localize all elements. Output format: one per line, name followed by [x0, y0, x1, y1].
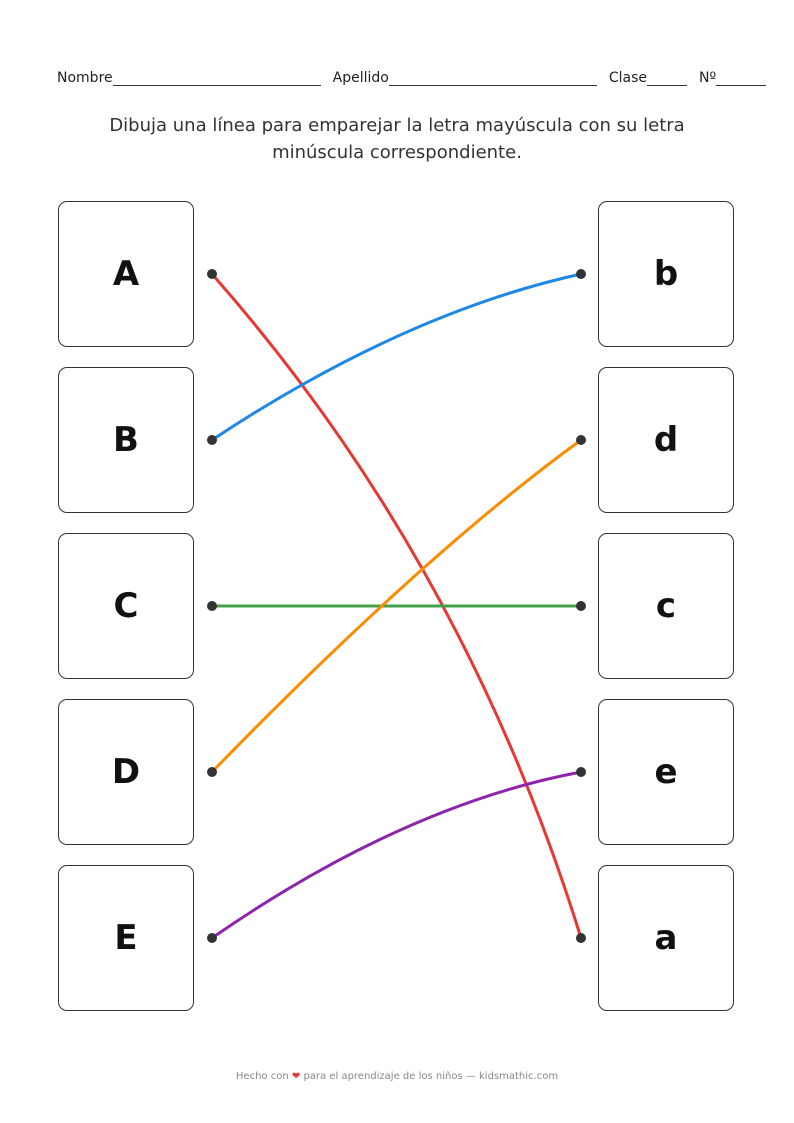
footer-suffix: para el aprendizaje de los niños — kidsm… [303, 1071, 559, 1082]
left-dot-d[interactable] [207, 767, 217, 777]
right-dot-c[interactable] [576, 601, 586, 611]
instruction-text: Dibuja una línea para emparejar la letra… [109, 115, 685, 163]
lowercase-box-c: c [598, 533, 734, 679]
line-e-to-e [211, 770, 582, 940]
class-label: Clase [608, 70, 647, 86]
right-dot-a[interactable] [576, 933, 586, 943]
uppercase-box-b: B [58, 367, 194, 513]
line-b-to-b [211, 272, 582, 442]
right-dot-d[interactable] [576, 435, 586, 445]
lowercase-box-b: b [598, 201, 734, 347]
uppercase-box-e: E [58, 865, 194, 1011]
number-label: Nº [698, 70, 717, 86]
right-dot-e[interactable] [576, 767, 586, 777]
lowercase-box-a: a [598, 865, 734, 1011]
name-field[interactable] [112, 71, 321, 86]
name-label: Nombre [57, 70, 113, 86]
footer: Hecho con ❤ para el aprendizaje de los n… [0, 1071, 794, 1082]
heart-icon: ❤ [291, 1071, 301, 1082]
uppercase-box-d: D [58, 699, 194, 845]
left-dot-e[interactable] [207, 933, 217, 943]
number-field[interactable] [716, 71, 767, 86]
class-field[interactable] [646, 71, 687, 86]
left-dot-c[interactable] [207, 601, 217, 611]
footer-prefix: Hecho con [235, 1071, 289, 1082]
student-info-header: Nombre Apellido Clase Nº [57, 70, 777, 86]
lowercase-box-e: e [598, 699, 734, 845]
right-dot-b[interactable] [576, 269, 586, 279]
line-d-to-d [210, 438, 582, 774]
line-a-to-a [210, 273, 583, 939]
uppercase-box-a: A [58, 201, 194, 347]
left-dot-b[interactable] [207, 435, 217, 445]
lowercase-box-d: d [598, 367, 734, 513]
surname-field[interactable] [388, 71, 597, 86]
uppercase-box-c: C [58, 533, 194, 679]
surname-label: Apellido [332, 70, 389, 86]
left-dot-a[interactable] [207, 269, 217, 279]
